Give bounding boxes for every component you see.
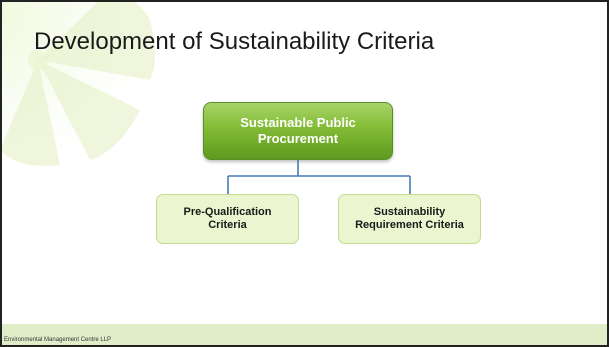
footer-bar: Environmental Management Centre LLP — [0, 324, 609, 347]
citrus-decoration — [0, 0, 158, 180]
slide-title: Development of Sustainability Criteria — [34, 28, 435, 55]
footer-text: Environmental Management Centre LLP — [4, 337, 112, 343]
node-sustainability-requirement-criteria: Sustainability Requirement Criteria — [338, 194, 481, 244]
node-label: Sustainability Requirement Criteria — [355, 205, 464, 231]
node-label: Pre-Qualification Criteria — [183, 205, 272, 231]
node-sustainable-public-procurement: Sustainable Public Procurement — [203, 102, 393, 160]
node-pre-qualification-criteria: Pre-Qualification Criteria — [156, 194, 299, 244]
node-label: Sustainable Public Procurement — [240, 115, 356, 146]
